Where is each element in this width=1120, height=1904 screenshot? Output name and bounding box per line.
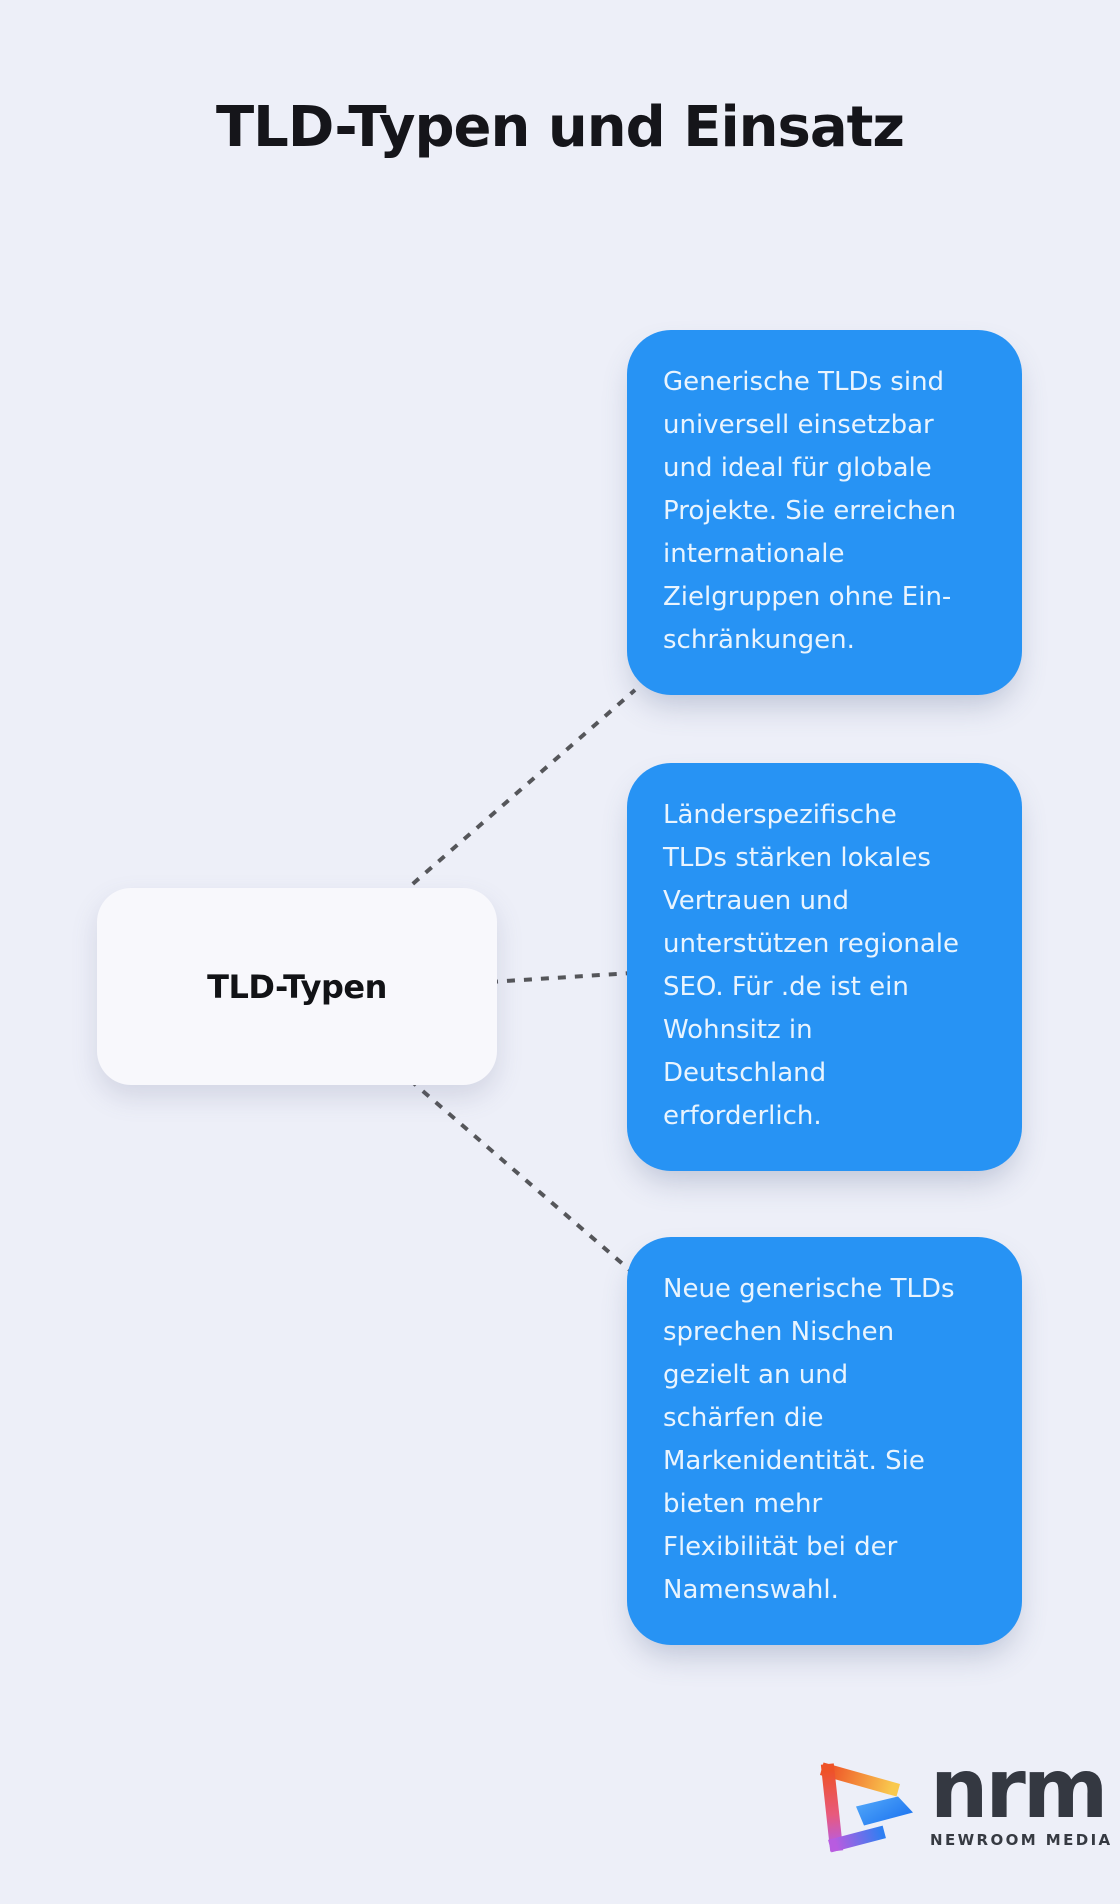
newroom-media-logo: nrm NEWROOM MEDIA [812, 1742, 1113, 1856]
newroom-logo-text: nrm NEWROOM MEDIA [930, 1742, 1113, 1850]
branch-card-text: Generische TLDs sind universell einsetzb… [663, 367, 957, 655]
newroom-logo-mark-icon [819, 1762, 913, 1853]
branch-card-laenderspezifische-tlds: Länderspezifische TLDs stärken lokales V… [627, 763, 1022, 1171]
newroom-company-label: NEWROOM MEDIA [930, 1831, 1113, 1849]
connector-line-middle [489, 971, 633, 984]
branch-card-neue-generische-tlds: Neue generische TLDs sprechen Nischen ge… [627, 1237, 1022, 1645]
root-node: TLD-Typen [97, 888, 497, 1085]
branch-card-text: Neue generische TLDs sprechen Nischen ge… [663, 1274, 955, 1605]
branch-card-generische-tlds: Generische TLDs sind universell einsetzb… [627, 330, 1022, 695]
branch-card-text: Länderspezifische TLDs stärken lokales V… [663, 800, 960, 1131]
newroom-wordmark: nrm [930, 1742, 1108, 1837]
page-title: TLD-Typen und Einsatz [215, 95, 905, 160]
connector-line-bottom [408, 1078, 634, 1274]
connector-line-top [398, 688, 637, 897]
root-node-label: TLD-Typen [207, 967, 387, 1006]
